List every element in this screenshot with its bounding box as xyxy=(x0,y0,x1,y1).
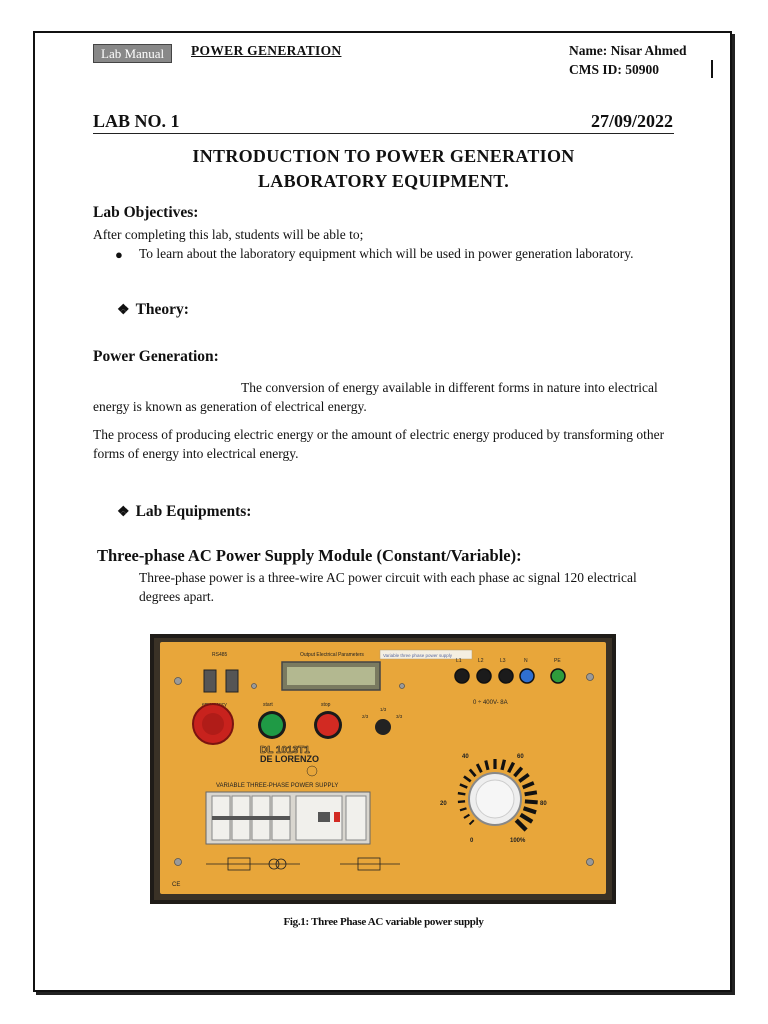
dial-tick xyxy=(468,768,477,778)
theory-heading-row: ❖ Theory: xyxy=(117,301,189,319)
dial-label-20: 20 xyxy=(440,801,447,807)
dial-tick xyxy=(468,819,475,826)
supply-heading: Three-phase AC Power Supply Module (Cons… xyxy=(97,546,522,565)
dial-tick xyxy=(457,800,466,804)
selector-1-3: 1/3 xyxy=(380,707,387,712)
output-params-label: Output Electrical Parameters xyxy=(300,652,364,658)
dial-tick xyxy=(463,775,472,783)
lab-manual-badge: Lab Manual xyxy=(93,44,173,63)
objective-bullet: To learn about the laboratory equipment … xyxy=(139,246,634,261)
stop-label: stop xyxy=(321,702,331,708)
terminal-l1-label: L1 xyxy=(456,658,462,664)
power-generation-para2: The process of producing electric energy… xyxy=(93,427,665,461)
power-supply-photo: RS485 Output Electrical Parameters Varia… xyxy=(150,634,616,904)
terminal-n-label: N xyxy=(524,658,528,664)
page-border xyxy=(33,31,732,992)
brand-label: DE LORENZO xyxy=(260,754,319,764)
power-generation-para1: The conversion of energy available in di… xyxy=(93,380,658,414)
title-divider xyxy=(93,133,674,134)
lab-number: LAB NO. 1 xyxy=(93,111,180,131)
dial-tick xyxy=(459,783,468,789)
objectives-heading: Lab Objectives: xyxy=(93,204,199,221)
dial-label-0: 0 xyxy=(470,838,474,844)
diamond-bullet-icon: ❖ xyxy=(117,303,130,318)
terminal-pe-label: PE xyxy=(554,658,561,664)
bullet-icon: ● xyxy=(115,247,123,262)
course-title: POWER GENERATION xyxy=(191,43,342,58)
ce-mark-icon: CE xyxy=(172,882,180,888)
dial-tick xyxy=(524,799,538,805)
theory-heading: Theory: xyxy=(135,301,189,318)
dial-tick xyxy=(518,773,530,783)
rs485-label: RS485 xyxy=(212,652,228,658)
output-range-label: 0 ÷ 400V- 8A xyxy=(473,700,508,706)
dial-tick xyxy=(522,806,537,815)
equipments-heading-row: ❖ Lab Equipments: xyxy=(117,503,251,521)
lab-date: 27/09/2022 xyxy=(590,111,673,131)
dial-tick xyxy=(457,791,466,796)
dial-tick xyxy=(513,766,524,778)
dial-tick xyxy=(507,761,516,774)
dial-tick xyxy=(463,813,470,819)
dial-label-80: 80 xyxy=(540,801,547,807)
dial-tick xyxy=(524,790,538,797)
model-label: DL 1013T1 xyxy=(260,745,310,756)
dial-tick xyxy=(514,818,528,832)
power-generation-heading: Power Generation: xyxy=(93,348,219,365)
dial-tick xyxy=(484,760,490,771)
diamond-bullet-icon: ❖ xyxy=(117,505,130,520)
start-label: start xyxy=(263,702,273,708)
dial-label-60: 60 xyxy=(517,754,524,760)
student-name: Name: Nisar Ahmed xyxy=(569,43,687,58)
selector-2-3: 2/3 xyxy=(362,714,369,719)
dial-label-100: 100% xyxy=(510,838,526,844)
dial-tick xyxy=(459,807,467,812)
page-title-line2: LABORATORY EQUIPMENT. xyxy=(257,171,510,191)
figure-caption: Fig.1: Three Phase AC variable power sup… xyxy=(283,916,484,928)
selector-3-3: 3/3 xyxy=(396,714,403,719)
equipments-heading: Lab Equipments: xyxy=(135,503,252,520)
text-cursor xyxy=(711,60,713,78)
cms-id: CMS ID: 50900 xyxy=(569,62,659,77)
objectives-intro: After completing this lab, students will… xyxy=(93,227,364,242)
dial-label-40: 40 xyxy=(462,754,469,760)
dial-tick xyxy=(475,763,483,773)
dial-tick xyxy=(521,781,535,790)
dial-tick xyxy=(519,812,534,824)
sticker-label: Variable three phase power supply xyxy=(383,653,453,658)
panel-label: VARIABLE THREE-PHASE POWER SUPPLY xyxy=(216,783,338,789)
supply-description: Three-phase power is a three-wire AC pow… xyxy=(139,570,637,604)
page-title-line1: INTRODUCTION TO POWER GENERATION xyxy=(192,146,575,166)
terminal-l2-label: L2 xyxy=(478,658,484,664)
terminal-l3-label: L3 xyxy=(500,658,506,664)
dial-tick xyxy=(500,759,507,771)
